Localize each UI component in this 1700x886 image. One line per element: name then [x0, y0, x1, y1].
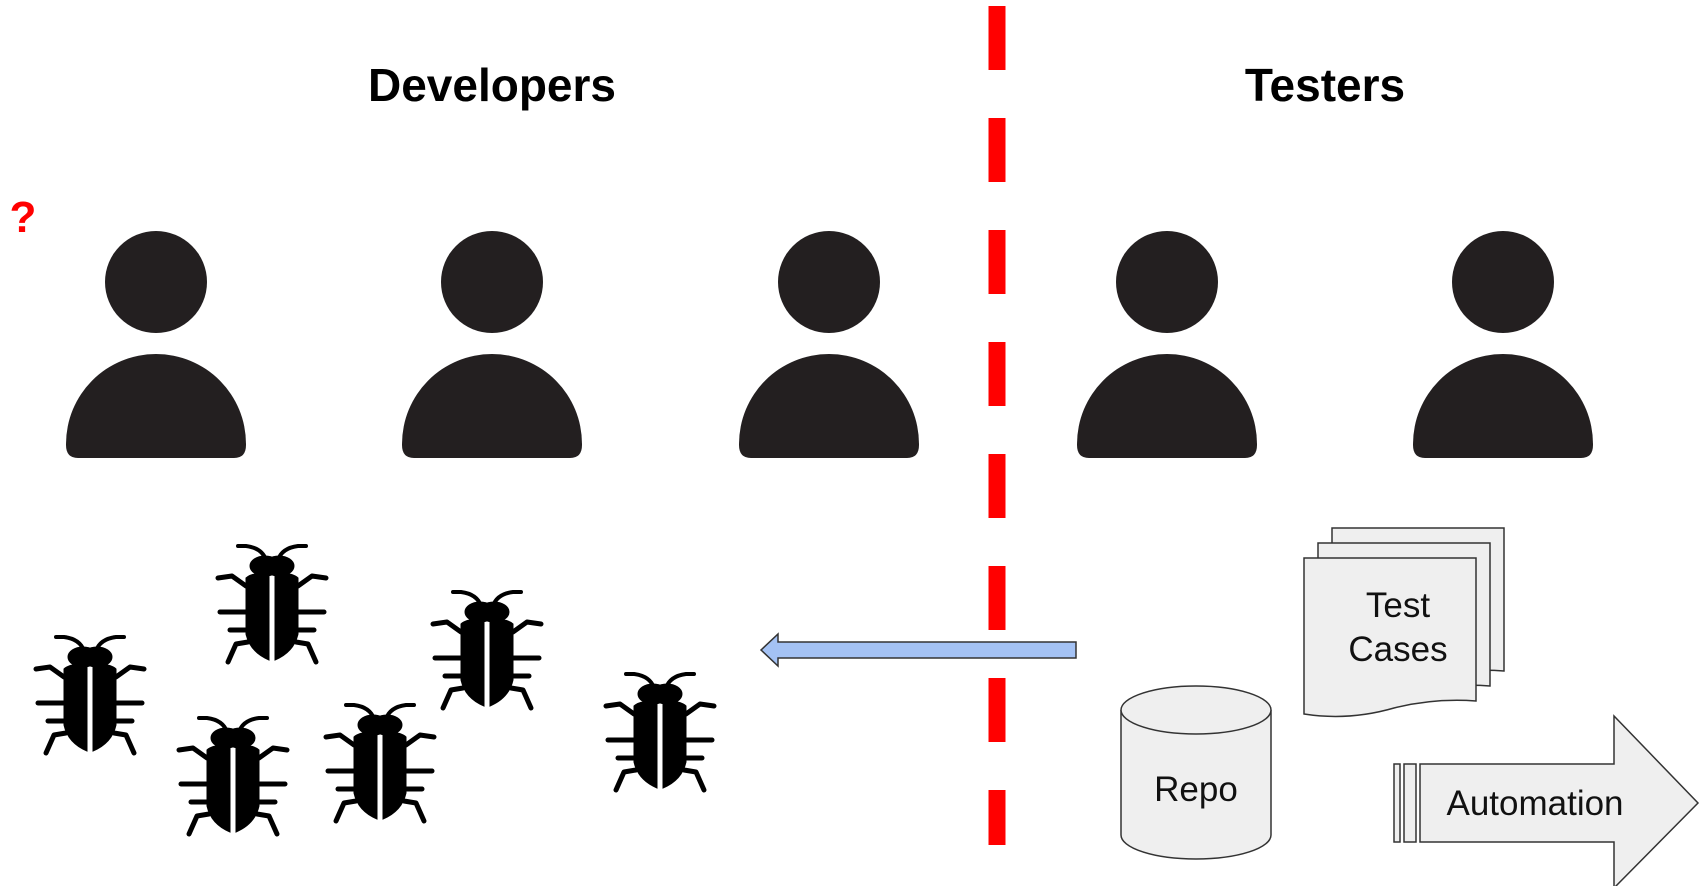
developer-person-icon — [66, 231, 246, 458]
left-arrow — [759, 632, 1077, 668]
tester-person-icon — [1413, 231, 1593, 458]
bug-icon — [326, 705, 434, 821]
bug-icon — [179, 718, 287, 834]
repo-label: Repo — [1154, 770, 1238, 809]
test-cases-label-line2: Cases — [1348, 630, 1447, 669]
bug-icon — [218, 546, 326, 662]
repo-database-cylinder: Repo — [1120, 685, 1272, 860]
automation-label: Automation — [1446, 784, 1623, 823]
automation-arrow: Automation — [1393, 714, 1700, 886]
testers-heading: Testers — [1245, 59, 1405, 111]
tester-person-icon — [1077, 231, 1257, 458]
test-cases-documents: Test Cases — [1303, 527, 1505, 718]
bug-icon — [433, 592, 541, 708]
question-mark: ? — [10, 193, 37, 242]
developers-heading: Developers — [368, 59, 616, 111]
developer-person-icon — [739, 231, 919, 458]
test-cases-label-line1: Test — [1366, 586, 1430, 625]
bug-icon — [606, 674, 714, 790]
bug-icon — [36, 637, 144, 753]
developer-person-icon — [402, 231, 582, 458]
